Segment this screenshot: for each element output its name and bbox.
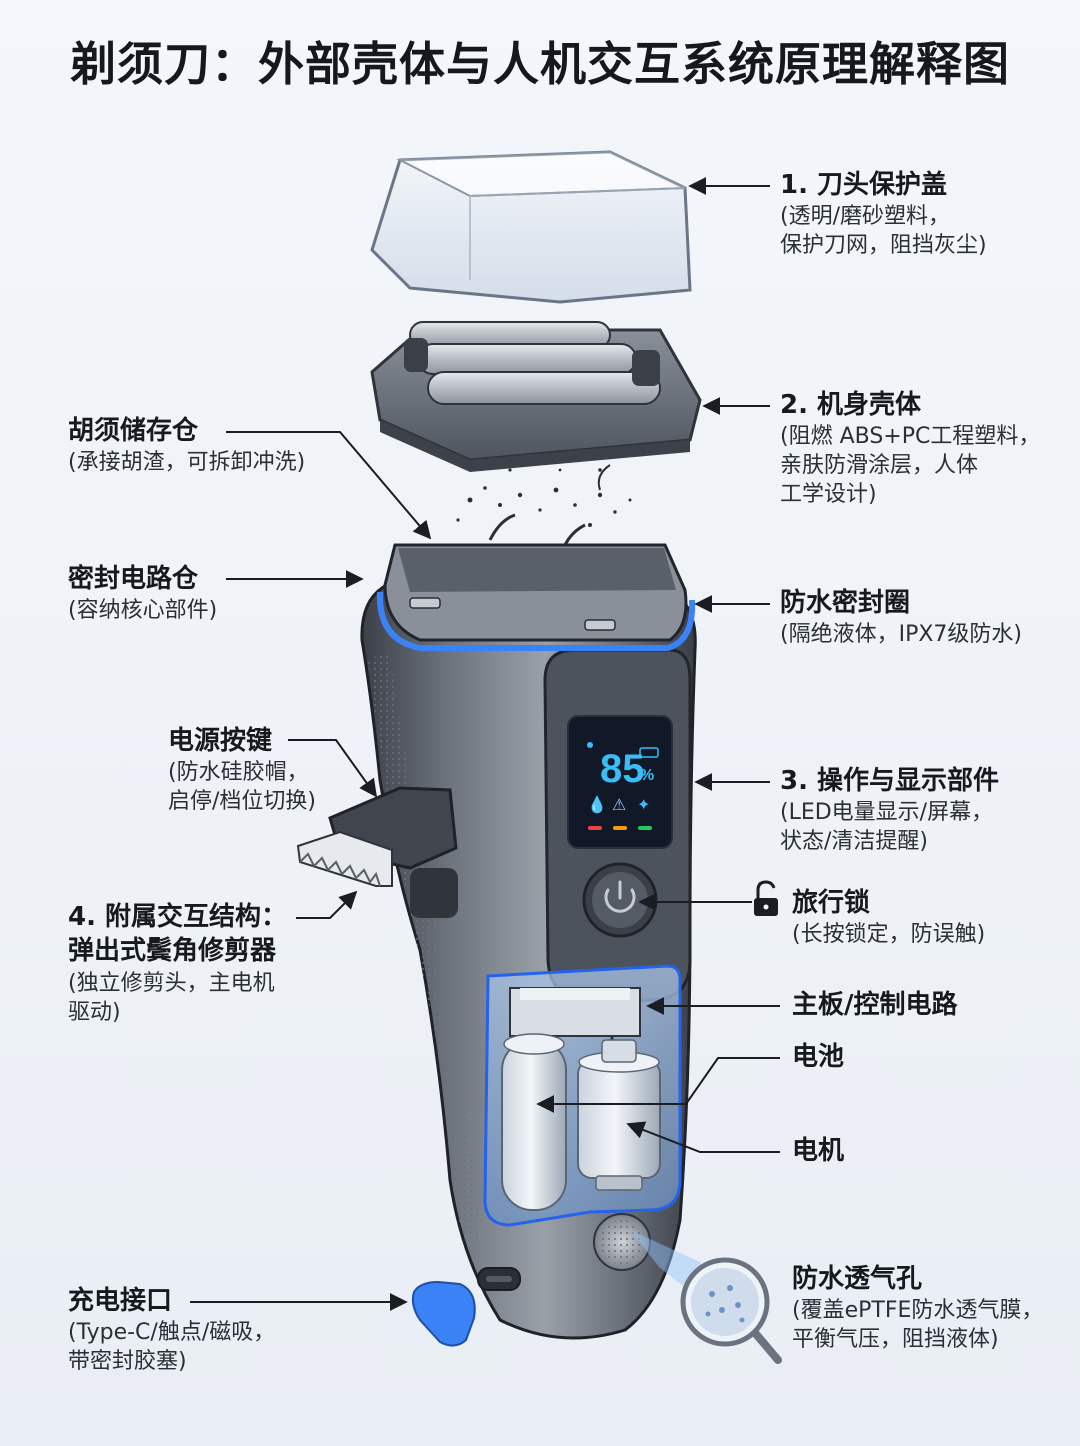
trimmer-desc-1: (独立修剪头，主电机 [68,970,275,996]
label-display: 3. 操作与显示部件 (LED电量显示/屏幕， 状态/清洁提醒) [780,764,999,856]
vent-desc-2: 平衡气压，阻挡液体) [792,1327,999,1353]
leader-lines [190,177,780,1311]
label-beard-chamber: 胡须储存仓 (承接胡渣，可拆卸冲洗) [68,414,305,477]
percent-sign: % [640,767,654,784]
board-heading: 主板/控制电路 [792,990,958,1020]
travel-lock-desc-1: (长按锁定，防误触) [792,922,986,948]
label-protective-cap: 1. 刀头保护盖 (透明/磨砂塑料， 保护刀网，阻挡灰尘) [780,168,987,260]
label-body-shell: 2. 机身壳体 (阻燃 ABS+PC工程塑料， 亲肤防滑涂层，人体 工学设计) [780,388,1040,509]
battery-percent: 85 [600,747,645,791]
side-trimmer [296,786,458,918]
body-desc-1: (阻燃 ABS+PC工程塑料， [780,424,1041,450]
label-trimmer: 4. 附属交互结构： 弹出式鬓角修剪器 (独立修剪头，主电机 驱动) [68,900,287,1027]
page-title: 剃须刀：外部壳体与人机交互系统原理解释图 [70,37,1010,91]
power-heading: 电源按键 [168,726,273,756]
power-desc-1: (防水硅胶帽， [168,760,309,786]
svg-text:✦: ✦ [637,795,650,814]
cover-heading: 1. 刀头保护盖 [780,170,948,200]
cover-desc-2: 保护刀网，阻挡灰尘) [780,233,987,259]
motor-heading: 电机 [792,1136,845,1166]
label-motor: 电机 [792,1134,844,1168]
svg-text:⚠: ⚠ [612,795,626,814]
trimmer-desc-2: 驱动) [68,999,121,1025]
body-desc-3: 工学设计) [780,482,877,508]
body-desc-2: 亲肤防滑涂层，人体 [780,453,979,479]
vent-desc-1: (覆盖ePTFE防水透气膜， [792,1298,1044,1324]
body-heading: 2. 机身壳体 [780,390,922,420]
display-heading: 3. 操作与显示部件 [780,766,1000,796]
svg-text:💧: 💧 [587,795,607,814]
trimmer-heading-2: 弹出式鬓角修剪器 [68,936,277,967]
seal-ring-heading: 防水密封圈 [780,588,911,618]
shaver-body: 85 % 💧 ⚠ ✦ [360,543,782,1364]
travel-lock-heading: 旅行锁 [792,888,871,918]
battery-heading: 电池 [792,1042,845,1072]
shaving-head [370,321,702,472]
label-seal-ring: 防水密封圈 (隔绝液体，IPX7级防水) [780,586,1022,649]
display-desc-2: 状态/清洁提醒) [780,829,928,855]
label-sealed-circuit: 密封电路仓 (容纳核心部件) [68,562,217,625]
protective-cap [370,150,692,304]
charge-desc-1: (Type-C/触点/磁吸， [68,1320,276,1346]
sealed-heading: 密封电路仓 [68,564,199,594]
sealed-desc-1: (容纳核心部件) [68,598,218,624]
cover-desc-1: (透明/磨砂塑料， [780,204,950,230]
charge-heading: 充电接口 [68,1286,173,1316]
label-mainboard: 主板/控制电路 [792,988,958,1022]
seal-ring-desc-1: (隔绝液体，IPX7级防水) [780,622,1022,648]
trimmer-heading-1: 4. 附属交互结构： [68,902,288,932]
label-charge-port: 充电接口 (Type-C/触点/磁吸， 带密封胶塞) [68,1284,275,1376]
label-travel-lock: 旅行锁 (长按锁定，防误触) [792,886,985,949]
display-desc-1: (LED电量显示/屏幕， [780,800,994,826]
power-desc-2: 启停/档位切换) [168,789,316,815]
label-battery: 电池 [792,1040,844,1074]
beard-heading: 胡须储存仓 [68,416,199,446]
vent-heading: 防水透气孔 [792,1264,923,1294]
lock-icon [754,880,778,916]
label-vent: 防水透气孔 (覆盖ePTFE防水透气膜， 平衡气压，阻挡液体) [792,1262,1043,1354]
charge-desc-2: 带密封胶塞) [68,1349,187,1375]
label-power-button: 电源按键 (防水硅胶帽， 启停/档位切换) [168,724,316,816]
beard-desc-1: (承接胡渣，可拆卸冲洗) [68,450,306,476]
